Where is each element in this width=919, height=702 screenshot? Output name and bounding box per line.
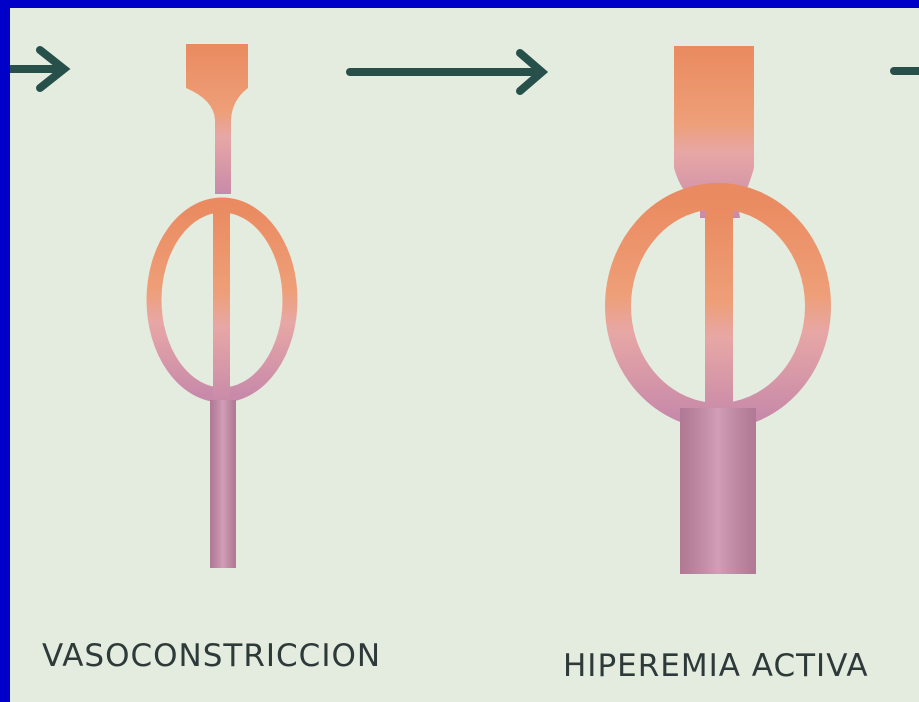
- active-hyperemia-vessel: [618, 46, 818, 574]
- vasoconstriction-vessel: [154, 44, 290, 568]
- vessel-diagram: [10, 8, 919, 702]
- vasoconstriccion-label: VASOCONSTRICCION: [42, 638, 381, 674]
- hiperemia-activa-label: HIPEREMIA ACTIVA: [563, 648, 869, 684]
- slide-canvas: VASOCONSTRICCION HIPEREMIA ACTIVA: [10, 8, 919, 702]
- left-arrow-icon: [10, 50, 64, 88]
- middle-arrow-icon: [350, 53, 542, 91]
